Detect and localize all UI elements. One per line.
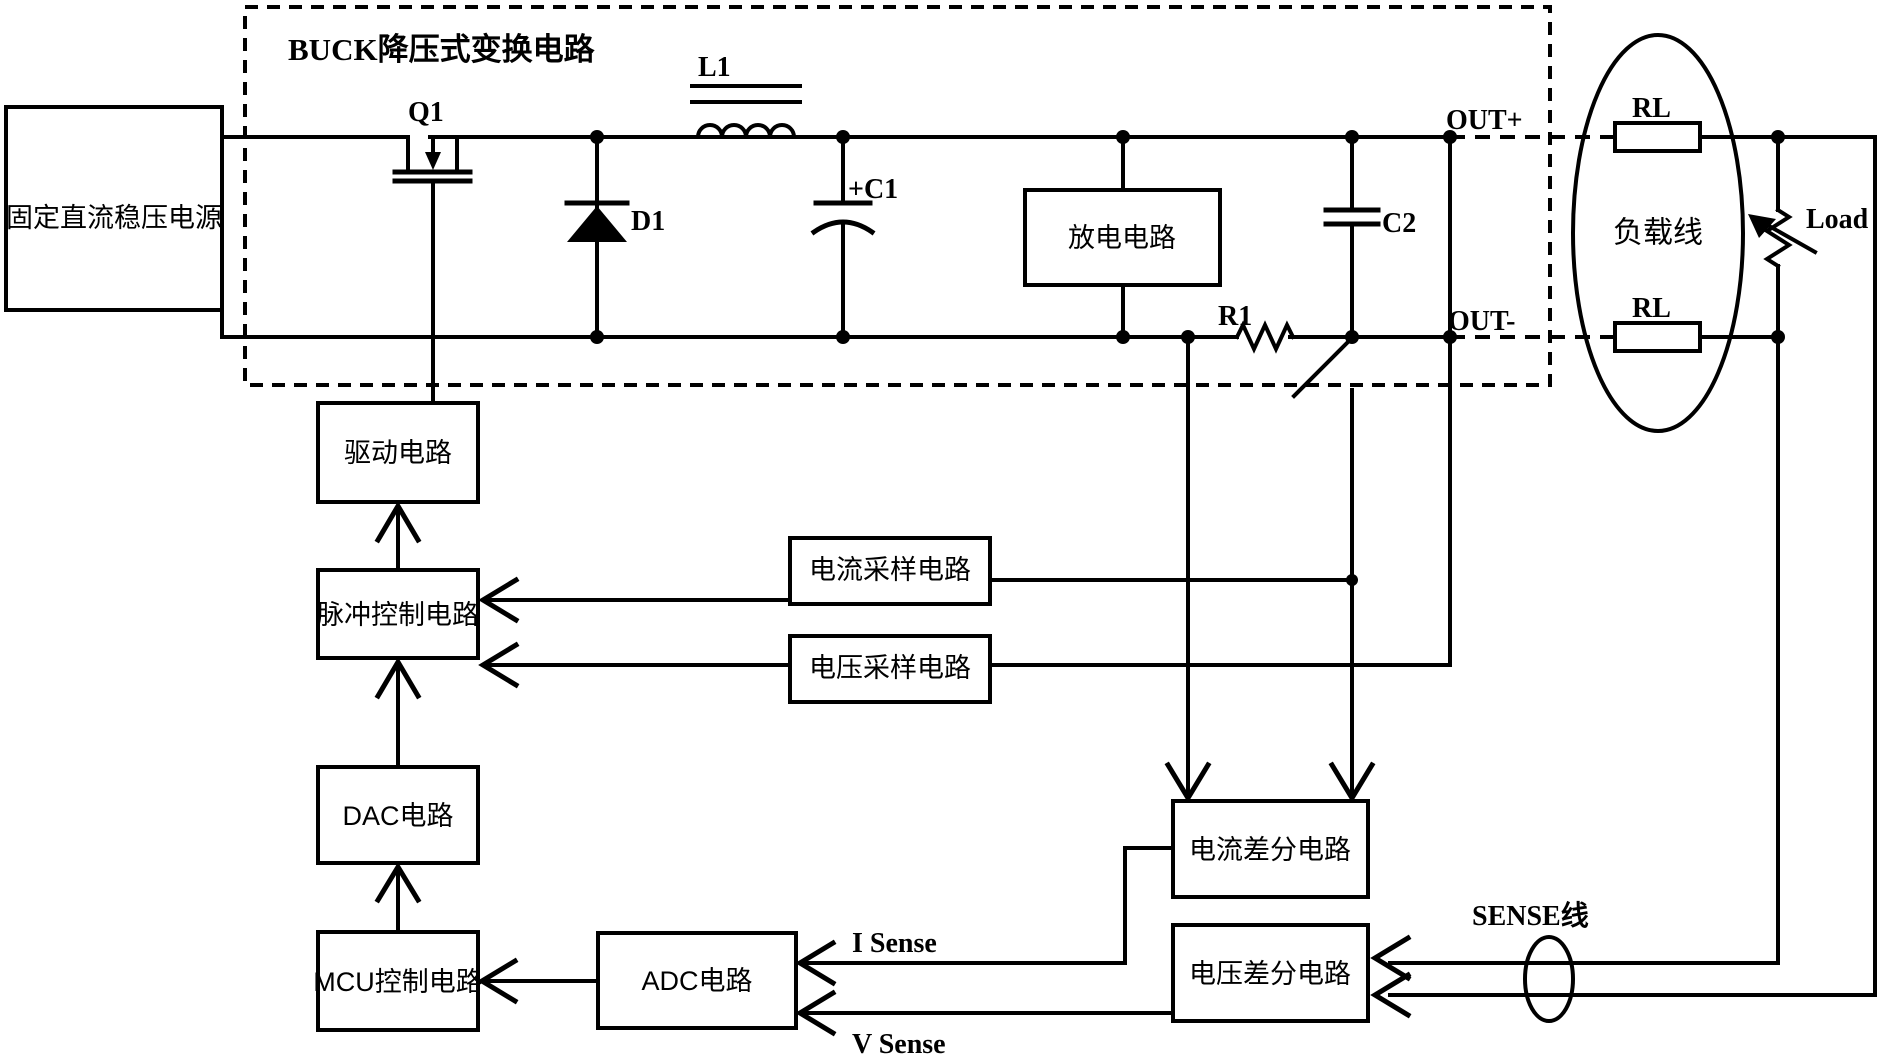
box-current-diff xyxy=(1171,799,1370,899)
arrow-adc-to-mcu xyxy=(477,957,600,1005)
label-l1: L1 xyxy=(698,52,731,83)
label-out-minus: OUT- xyxy=(1448,306,1515,337)
box-power-supply xyxy=(4,105,224,312)
diode-d1 xyxy=(564,135,630,339)
label-mcu: MCU控制电路 xyxy=(313,967,483,997)
wire-sense-minus xyxy=(1370,335,1780,982)
label-adc: ADC电路 xyxy=(641,966,752,996)
wire-current-sample-to-pulse xyxy=(478,576,792,624)
capacitor-c1 xyxy=(810,135,876,339)
label-load-line: 负载线 xyxy=(1613,217,1703,250)
wire-r1-tap-left xyxy=(1164,335,1212,803)
label-c2: C2 xyxy=(1382,208,1416,239)
resistor-rl-bottom xyxy=(1613,321,1702,353)
box-voltage-diff xyxy=(1171,923,1370,1023)
label-discharge: 放电电路 xyxy=(1068,223,1176,253)
label-pulse-control: 脉冲控制电路 xyxy=(317,600,479,630)
box-current-sample xyxy=(788,536,992,606)
label-load: Load xyxy=(1806,204,1869,235)
label-drive: 驱动电路 xyxy=(344,438,452,468)
wire-v-sense xyxy=(795,989,1175,1037)
capacitor-c2 xyxy=(1323,135,1381,339)
arrow-dac-to-pulse xyxy=(374,657,422,769)
label-buck-title: BUCK降压式变换电路 xyxy=(288,32,596,67)
label-v-sense: V Sense xyxy=(852,1029,946,1059)
label-c1: +C1 xyxy=(848,174,898,205)
mosfet-q1 xyxy=(392,135,473,405)
load-rheostat xyxy=(1748,135,1818,339)
label-voltage-sample: 电压采样电路 xyxy=(809,653,971,683)
label-i-sense: I Sense xyxy=(852,928,937,959)
label-r1: R1 xyxy=(1218,301,1252,332)
resistor-rl-top xyxy=(1613,121,1702,153)
box-discharge xyxy=(1023,188,1222,287)
label-voltage-diff: 电压差分电路 xyxy=(1189,959,1351,989)
label-rl-top: RL xyxy=(1632,93,1671,124)
arrow-pulse-to-drive xyxy=(374,501,422,572)
buck-converter-boundary xyxy=(243,5,1552,387)
label-power-supply: 固定直流稳压电源 xyxy=(6,203,222,233)
sense-line-ellipse xyxy=(1523,935,1575,1023)
label-d1: D1 xyxy=(631,206,665,237)
wire-r1-tap-right xyxy=(1291,337,1376,803)
wire-bottom-rail xyxy=(220,308,1780,354)
label-sense-line: SENSE线 xyxy=(1472,900,1589,932)
load-line-ellipse xyxy=(1571,33,1745,433)
label-dac: DAC电路 xyxy=(342,801,453,831)
wire-i-sense xyxy=(795,846,1175,987)
label-current-diff: 电流差分电路 xyxy=(1189,835,1351,865)
junction-dots xyxy=(590,130,1785,586)
wire-voltage-sample-to-pulse xyxy=(478,641,792,689)
arrow-mcu-to-dac xyxy=(374,862,422,934)
wire-sense-plus xyxy=(1370,135,1877,1019)
label-current-sample: 电流采样电路 xyxy=(809,555,971,585)
box-mcu xyxy=(316,930,480,1032)
label-rl-bottom: RL xyxy=(1632,293,1671,324)
box-voltage-sample xyxy=(788,634,992,704)
label-q1: Q1 xyxy=(408,97,444,128)
label-out-plus: OUT+ xyxy=(1446,105,1523,136)
inductor-l1 xyxy=(690,84,802,140)
